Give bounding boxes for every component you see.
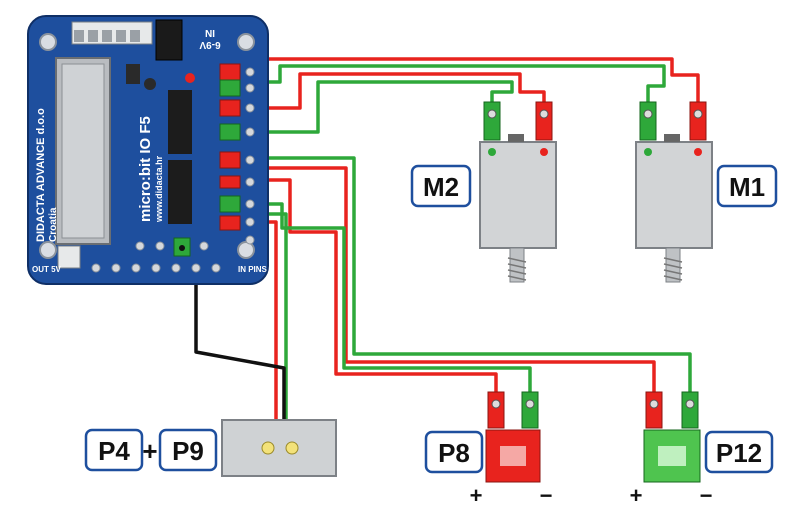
out-5v-label: OUT 5V: [32, 265, 62, 274]
board-brand: DIDACTA ADVANCE d.o.o: [35, 108, 47, 242]
label-p8: P8: [424, 430, 484, 474]
wire-red-p12: [242, 166, 656, 400]
label-p9: P9: [158, 428, 218, 472]
label-plus: +: [142, 436, 157, 466]
microbit-io-board: DIDACTA ADVANCE d.o.o Croatia micro:bit …: [27, 15, 269, 285]
ir-sensor-module: [221, 419, 337, 477]
label-p8-text: P8: [438, 438, 470, 468]
p12-plus-sign: +: [630, 483, 643, 508]
wire-green-m1: [242, 64, 666, 110]
servo-motor-m2: [479, 101, 557, 283]
mount-hole: [39, 241, 57, 259]
wire-green-p8: [242, 202, 532, 400]
wire-green-p12: [242, 156, 692, 400]
board-website: www.didacta.hr: [154, 155, 164, 223]
p12-minus-sign: −: [700, 483, 713, 508]
label-p4: P4: [84, 428, 144, 472]
wire-red-p8: [242, 178, 498, 400]
p8-minus-sign: −: [540, 483, 553, 508]
board-country: Croatia: [48, 207, 59, 242]
label-m2: M2: [410, 164, 472, 208]
label-m2-text: M2: [423, 172, 459, 202]
terminal-block-out5v: [57, 245, 81, 269]
label-p4-text: P4: [98, 436, 130, 466]
power-jack: [155, 19, 183, 61]
power-in-label: IN: [205, 27, 215, 38]
wire-red-m2: [242, 72, 546, 110]
label-p12: P12: [704, 430, 774, 474]
sensor-receiver: [285, 441, 299, 455]
p8-plus-sign: +: [470, 483, 483, 508]
wire-green-m2: [242, 80, 514, 134]
mount-hole: [237, 241, 255, 259]
ic-chip-2: [168, 160, 192, 224]
label-m1-text: M1: [729, 172, 765, 202]
in-pins-label: IN PINS: [238, 265, 268, 274]
led-module-p12: [643, 391, 701, 483]
led-module-p8: [485, 391, 541, 483]
sensor-emitter: [261, 441, 275, 455]
ic-chip-1: [168, 90, 192, 154]
label-p12-text: P12: [716, 438, 762, 468]
mount-hole: [39, 33, 57, 51]
servo-motor-m1: [635, 101, 713, 283]
regulator: [126, 64, 140, 84]
label-m1: M1: [716, 164, 778, 208]
mount-hole: [237, 33, 255, 51]
power-led: [185, 73, 195, 83]
power-in-voltage: 6-9V: [199, 39, 220, 50]
label-p9-text: P9: [172, 436, 204, 466]
board-model: micro:bit IO F5: [137, 116, 154, 222]
